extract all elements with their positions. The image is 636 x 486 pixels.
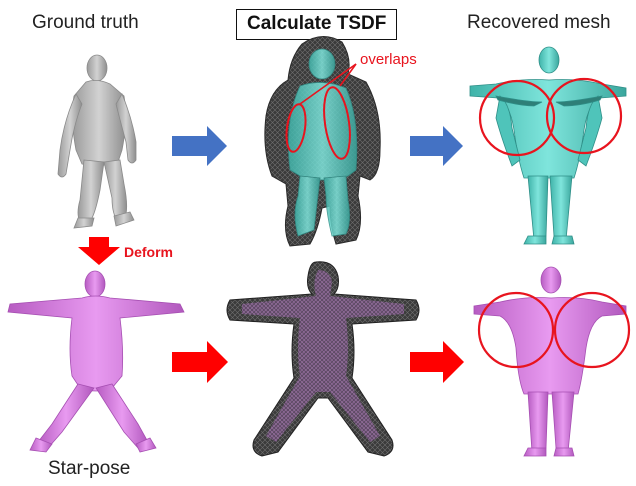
red-arrow-2	[410, 341, 464, 383]
blue-arrow-1	[172, 126, 227, 166]
ground-truth-mesh	[58, 55, 136, 228]
deform-arrow	[78, 237, 120, 265]
red-arrow-1	[172, 341, 228, 383]
tsdf-star-inner	[242, 270, 404, 442]
blue-arrow-2	[410, 126, 463, 166]
star-pose-mesh	[8, 271, 184, 452]
deform-label: Deform	[124, 244, 173, 260]
star-pose-label: Star-pose	[48, 458, 130, 480]
overlaps-label: overlaps	[360, 51, 417, 68]
